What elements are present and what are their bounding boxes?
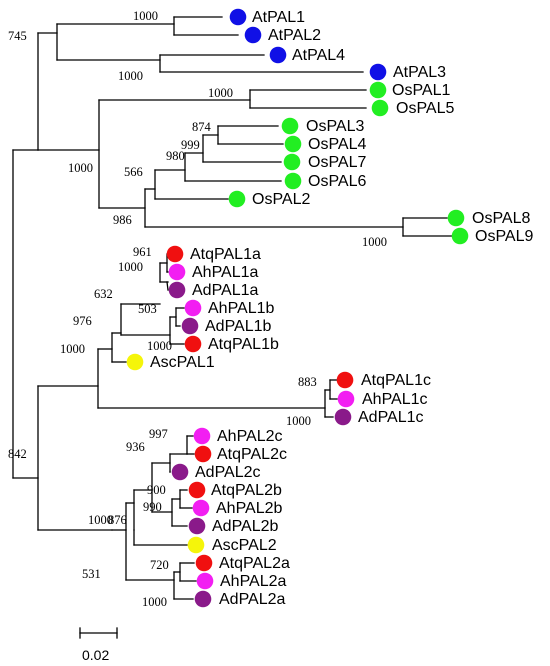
leaf-atqpal2c-marker <box>194 445 212 463</box>
leaf-ospal2-marker <box>228 190 246 208</box>
bootstrap-value-b_pal2c: 936 <box>126 440 145 454</box>
bootstrap-value-b_pal2b: 990 <box>143 500 162 514</box>
leaf-adpal2b-marker <box>188 517 206 535</box>
bootstrap-value-b_pal2a_inner: 1000 <box>142 595 167 609</box>
bootstrap-value-b_ospal347: 999 <box>181 138 200 152</box>
leaf-ahpal1a-label: AhPAL1a <box>192 264 259 281</box>
leaf-atqpal2a-marker <box>195 554 213 572</box>
leaf-ospal3-label: OsPAL3 <box>306 118 365 135</box>
leaf-atqpal1a-marker <box>166 245 184 263</box>
leaf-ospal4-marker <box>284 135 302 153</box>
leaf-adpal1a-marker <box>168 281 186 299</box>
leaf-ospal6-marker <box>284 172 302 190</box>
leaf-atqpal2a-label: AtqPAL2a <box>219 555 290 572</box>
leaf-atqpal1c-marker <box>336 371 354 389</box>
leaf-atqpal1a-label: AtqPAL1a <box>190 246 261 263</box>
bootstrap-value-b_pal2a_top: 720 <box>150 558 169 572</box>
bootstrap-value-b_ospal_group: 566 <box>124 165 143 179</box>
leaf-ospal7-marker <box>283 153 301 171</box>
bootstrap-value-b_pal1c: 1000 <box>286 414 311 428</box>
leaf-atpal3-label: AtPAL3 <box>393 64 446 81</box>
bootstrap-value-b_ospal89: 986 <box>113 213 132 227</box>
leaf-ahpal1b-marker <box>184 299 202 317</box>
leaf-atqpal1b-label: AtqPAL1b <box>208 336 279 353</box>
leaf-ospal8-label: OsPAL8 <box>472 210 531 227</box>
bootstrap-value-b_ospal3476: 980 <box>166 149 185 163</box>
leaf-ospal5-marker <box>371 99 389 117</box>
leaf-atpal4-marker <box>269 46 287 64</box>
leaf-adpal1a-label: AdPAL1a <box>192 282 259 299</box>
leaf-atpal2-marker <box>244 26 262 44</box>
leaf-atqpal2c-label: AtqPAL2c <box>217 446 287 463</box>
leaf-atqpal2b-label: AtqPAL2b <box>211 482 282 499</box>
bootstrap-value-b_pal1_main: 1000 <box>60 342 85 356</box>
leaf-ahpal1c-label: AhPAL1c <box>362 391 428 408</box>
leaf-ospal6-label: OsPAL6 <box>308 173 367 190</box>
leaf-ospal9-marker <box>451 227 469 245</box>
leaf-adpal1b-label: AdPAL1b <box>205 318 272 335</box>
leaf-ascpal1-marker <box>126 353 144 371</box>
bootstrap-value-b_ospal89_inner: 1000 <box>362 235 387 249</box>
leaf-ahpal2a-marker <box>196 572 214 590</box>
leaf-adpal1c-label: AdPAL1c <box>358 409 424 426</box>
leaf-atpal1-label: AtPAL1 <box>252 9 305 26</box>
leaf-ascpal2-marker <box>187 536 205 554</box>
bootstrap-value-b_pal1a_top: 961 <box>133 245 152 259</box>
leaf-ospal1-marker <box>369 81 387 99</box>
leaf-atpal4-label: AtPAL4 <box>292 47 345 64</box>
scale-bar-label: 0.02 <box>82 647 109 663</box>
leaf-atpal2-label: AtPAL2 <box>268 27 321 44</box>
leaf-ospal2-label: OsPAL2 <box>252 191 311 208</box>
bootstrap-value-b_ospal_main: 1000 <box>68 161 93 175</box>
bootstrap-value-b_pal2_main: 1000 <box>88 513 113 527</box>
leaf-adpal2a-label: AdPAL2a <box>219 591 286 608</box>
bootstrap-value-b_pal1ab: 632 <box>94 287 113 301</box>
leaf-ospal9-label: OsPAL9 <box>475 228 534 245</box>
bootstrap-value-b_pal1b_top: 503 <box>138 302 157 316</box>
bootstrap-value-b_ospal34: 874 <box>192 120 212 134</box>
leaf-ahpal2c-marker <box>193 427 211 445</box>
leaf-ospal3-marker <box>281 117 299 135</box>
leaf-adpal2a-marker <box>194 590 212 608</box>
bootstrap-value-b_ospal15: 1000 <box>208 86 233 100</box>
bootstrap-value-b_pal1c_top: 883 <box>298 375 317 389</box>
bootstrap-value-b_pal1_asc: 976 <box>73 314 92 328</box>
leaf-ospal7-label: OsPAL7 <box>308 154 367 171</box>
leaf-adpal2b-label: AdPAL2b <box>212 518 279 535</box>
bootstrap-value-b_root: 842 <box>8 447 27 461</box>
leaf-ahpal2c-label: AhPAL2c <box>217 428 283 445</box>
leaf-ahpal2a-label: AhPAL2a <box>220 573 287 590</box>
leaf-ascpal2-label: AscPAL2 <box>212 537 277 554</box>
leaf-ospal5-label: OsPAL5 <box>396 100 455 117</box>
bootstrap-value-b_pal2bc: 876 <box>108 513 127 527</box>
leaf-atpal1-marker <box>229 8 247 26</box>
leaf-ahpal1a-marker <box>168 263 186 281</box>
bootstrap-value-b_pal2b_top: 900 <box>147 483 166 497</box>
bootstrap-value-b_pal2a: 531 <box>82 567 101 581</box>
bootstrap-value-b_pal2c_top: 997 <box>149 427 168 441</box>
leaf-adpal2c-label: AdPAL2c <box>195 464 261 481</box>
leaf-ahpal2b-marker <box>192 499 210 517</box>
leaf-atpal3-marker <box>369 63 387 81</box>
leaf-ospal4-label: OsPAL4 <box>308 136 367 153</box>
leaf-atqpal1c-label: AtqPAL1c <box>361 372 431 389</box>
leaf-ospal8-marker <box>447 209 465 227</box>
bootstrap-value-b_atpal12: 1000 <box>133 9 158 23</box>
leaf-ahpal2b-label: AhPAL2b <box>216 500 283 517</box>
leaf-ascpal1-label: AscPAL1 <box>150 354 215 371</box>
leaf-adpal1b-marker <box>181 317 199 335</box>
leaf-atqpal2b-marker <box>188 481 206 499</box>
bootstrap-value-b_pal1b: 1000 <box>147 339 172 353</box>
leaf-ospal1-label: OsPAL1 <box>392 82 451 99</box>
bootstrap-value-b_atpal_root: 745 <box>8 29 27 43</box>
leaf-ahpal1c-marker <box>337 390 355 408</box>
bootstrap-value-b_pal1a: 1000 <box>118 260 143 274</box>
bootstrap-value-b_atpal43: 1000 <box>118 69 143 83</box>
leaf-adpal1c-marker <box>334 408 352 426</box>
leaf-adpal2c-marker <box>171 463 189 481</box>
branch-line <box>166 281 169 291</box>
leaf-ahpal1b-label: AhPAL1b <box>208 300 275 317</box>
leaf-atqpal1b-marker <box>184 335 202 353</box>
